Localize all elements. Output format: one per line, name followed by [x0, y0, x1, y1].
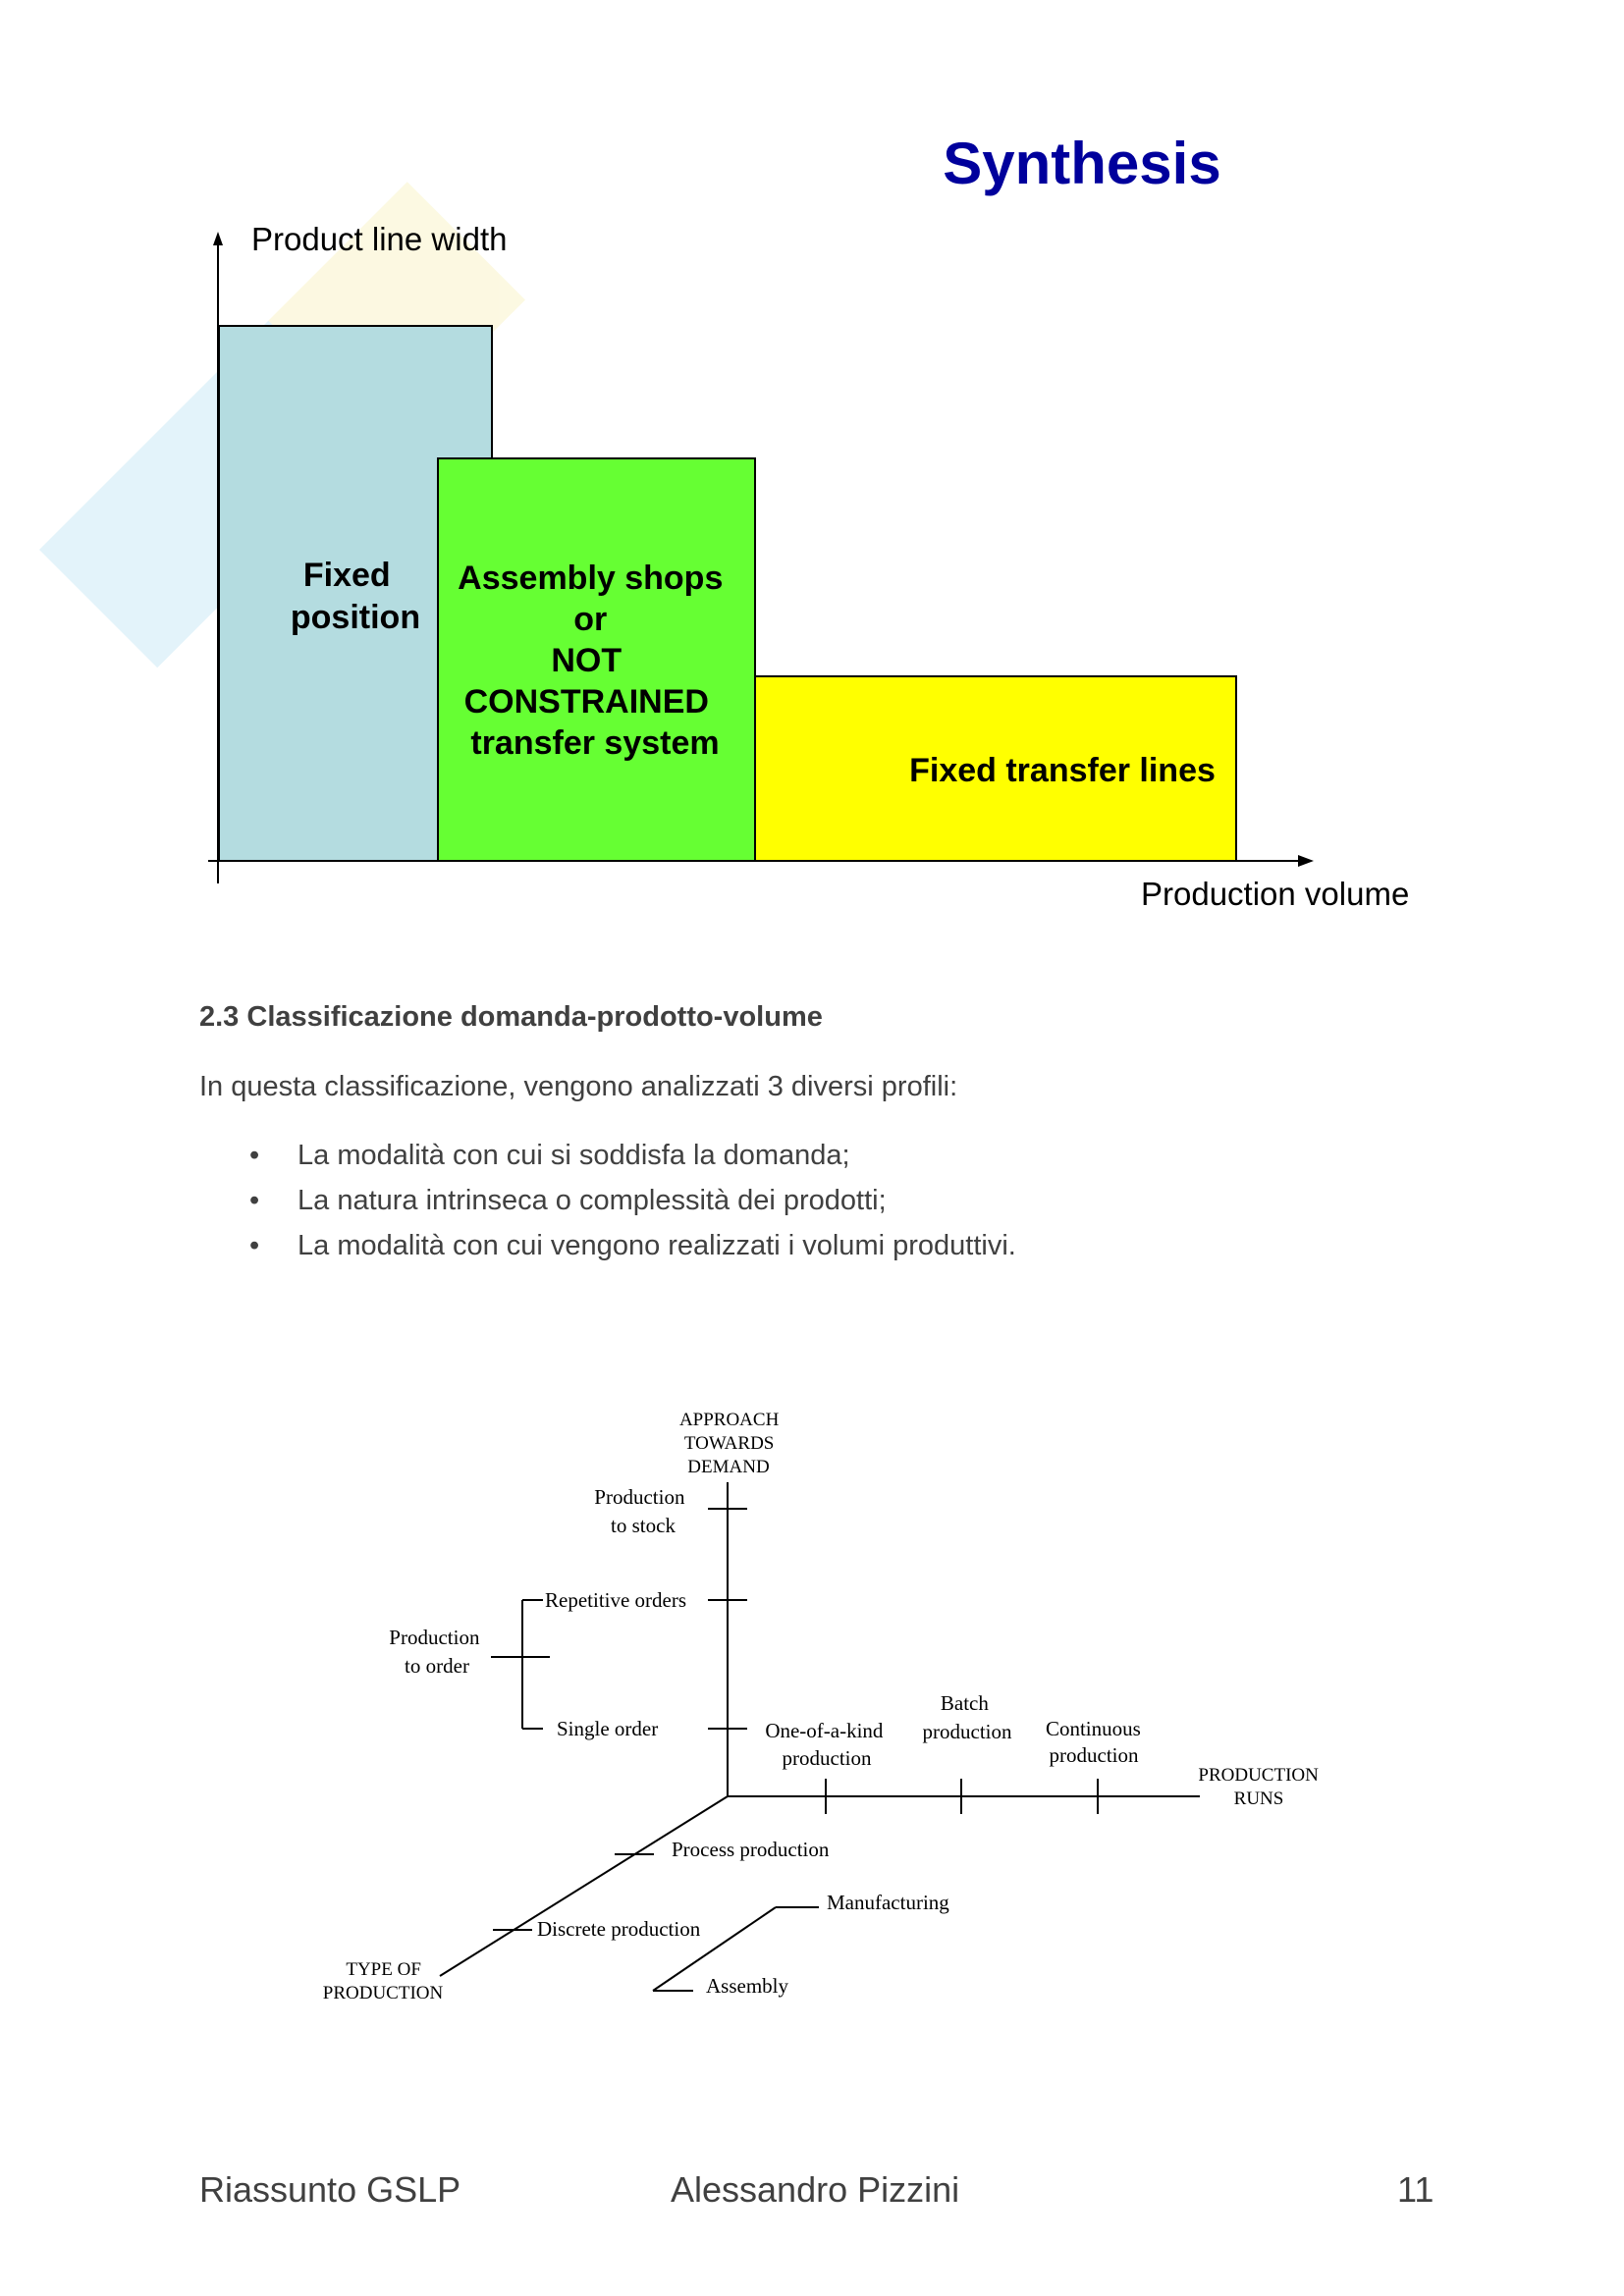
bullet-icon: •: [249, 1185, 260, 1216]
axis-runs-label: PRODUCTION RUNS: [1198, 1765, 1323, 1809]
y-axis-arrow: [213, 232, 223, 245]
label-line: CONSTRAINED: [464, 683, 709, 721]
single-order-label: Single order: [557, 1717, 658, 1740]
bullet-icon: •: [249, 1230, 260, 1261]
region-label-assembly-shops: Assembly shops or NOT CONSTRAINED transf…: [458, 560, 732, 762]
label-line: NOT: [551, 642, 622, 679]
label-line: PRODUCTION: [323, 1983, 444, 2003]
list-item: • La modalità con cui si soddisfa la doma…: [199, 1133, 1427, 1178]
label-line: APPROACH: [679, 1410, 780, 1430]
x-axis-label: Production volume: [1141, 876, 1409, 912]
list-item: • La natura intrinseca o complessità dei …: [199, 1178, 1427, 1223]
label-line: Batch: [941, 1691, 989, 1715]
region-label-fixed-position: Fixed position: [291, 557, 420, 636]
discrete-production-label: Discrete production: [537, 1917, 701, 1941]
label-line: RUNS: [1234, 1789, 1284, 1809]
label-line: transfer system: [470, 724, 719, 762]
axis-type-label: TYPE OF PRODUCTION: [323, 1959, 444, 2003]
label-line: to order: [405, 1654, 469, 1678]
list-item-text: La modalità con cui vengono realizzati i…: [298, 1230, 1016, 1261]
label-line: One-of-a-kind: [765, 1719, 884, 1742]
assembly-label: Assembly: [706, 1974, 789, 1998]
list-item-text: La natura intrinseca o complessità dei p…: [298, 1185, 887, 1216]
page-footer: Riassunto GSLP Alessandro Pizzini 11: [199, 2169, 1436, 2218]
label-line: TOWARDS: [684, 1433, 775, 1454]
batch-label: Batch production: [923, 1691, 1012, 1743]
label-line: Fixed: [303, 557, 391, 594]
manufacturing-label: Manufacturing: [827, 1891, 949, 1914]
label-line: production: [1050, 1743, 1139, 1767]
label-line: position: [291, 599, 420, 636]
repetitive-orders-label: Repetitive orders: [545, 1588, 686, 1612]
process-production-label: Process production: [672, 1838, 830, 1861]
label-line: production: [923, 1720, 1012, 1743]
footer-author: Alessandro Pizzini: [671, 2169, 960, 2210]
profile-list: • La modalità con cui si soddisfa la doma…: [199, 1133, 1427, 1268]
label-line: or: [573, 601, 607, 638]
region-assembly-shops: [437, 457, 756, 862]
page-number: 11: [1397, 2169, 1435, 2210]
label-line: TYPE OF: [346, 1959, 421, 1980]
region-fixed-transfer-lines: [754, 675, 1237, 862]
label-line: to stock: [611, 1514, 676, 1537]
x-axis-arrow: [1298, 855, 1314, 867]
label-line: Continuous: [1046, 1717, 1141, 1740]
section-heading: 2.3 Classificazione domanda-prodotto-vol…: [199, 1001, 823, 1033]
label-line: Production: [389, 1626, 480, 1649]
label-line: Assembly shops: [458, 560, 723, 597]
region-label-fixed-transfer-lines: Fixed transfer lines: [909, 752, 1216, 789]
section-classification: 2.3 Classificazione domanda-prodotto-vol…: [199, 1001, 1427, 1268]
continuous-label: Continuous production: [1046, 1717, 1146, 1767]
label-line: DEMAND: [687, 1457, 769, 1477]
production-to-stock-label: Production to stock: [594, 1485, 689, 1537]
label-line: Production: [594, 1485, 685, 1509]
bullet-icon: •: [249, 1140, 260, 1171]
y-axis-label: Product line width: [251, 221, 507, 257]
label-line: PRODUCTION: [1198, 1765, 1319, 1786]
axis-demand-label: APPROACH TOWARDS DEMAND: [679, 1410, 784, 1477]
label-line: production: [783, 1746, 872, 1770]
chart-title: Synthesis: [943, 131, 1220, 196]
discrete-branch: [652, 1906, 777, 1992]
one-of-a-kind-label: One-of-a-kind production: [765, 1719, 888, 1770]
production-to-order-label: Production to order: [389, 1626, 484, 1678]
section-intro: In questa classificazione, vengono anali…: [199, 1071, 958, 1102]
list-item-text: La modalità con cui si soddisfa la doman…: [298, 1140, 850, 1171]
footer-doc-title: Riassunto GSLP: [199, 2169, 461, 2210]
type-axis: [439, 1795, 729, 1977]
synthesis-chart: Synthesis Product line width Production …: [208, 131, 1409, 912]
list-item: • La modalità con cui vengono realizzati …: [199, 1223, 1427, 1268]
